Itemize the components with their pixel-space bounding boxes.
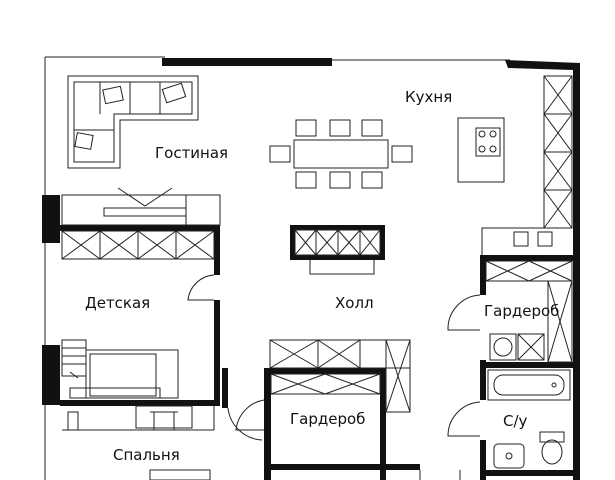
tv-unit xyxy=(61,187,221,226)
label-hall: Холл xyxy=(335,294,374,312)
dining-table xyxy=(269,119,413,189)
hall-console xyxy=(294,229,381,275)
right-wardrobe-room xyxy=(447,260,573,363)
thick-walls xyxy=(42,58,580,480)
label-living: Гостиная xyxy=(155,144,228,162)
hall-wardrobe xyxy=(269,339,411,413)
bathroom-fixtures xyxy=(447,369,571,469)
label-kitchen: Кухня xyxy=(405,88,452,106)
label-wardrobe-center: Гардероб xyxy=(290,410,365,428)
sofa xyxy=(67,75,199,169)
entry-door xyxy=(419,470,461,480)
label-wardrobe-right: Гардероб xyxy=(484,302,559,320)
center-wardrobe-room xyxy=(235,373,381,431)
kids-shelf xyxy=(61,230,215,260)
kitchen-island xyxy=(457,117,505,183)
label-bathroom: С/у xyxy=(503,412,528,430)
label-bedroom: Спальня xyxy=(113,446,180,464)
bedroom-furniture xyxy=(62,405,263,480)
kitchen-cabinets xyxy=(481,75,573,255)
label-kids: Детская xyxy=(85,294,150,312)
kids-door xyxy=(187,274,215,301)
kids-bunk-bed xyxy=(61,339,179,399)
